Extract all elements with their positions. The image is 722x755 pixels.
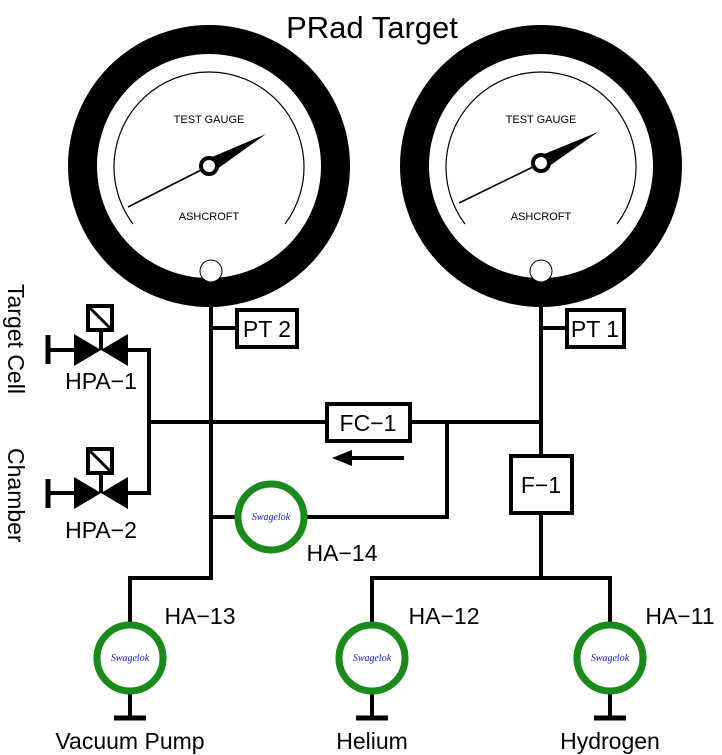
hpa1-actuated-valve: HPA−1: [45, 304, 137, 394]
ha13-manual-valve: Swagelok HA−13: [93, 603, 236, 695]
hpa1-label: HPA−1: [65, 368, 137, 394]
gauge-scale-arc: [113, 71, 305, 225]
gauge-needle-tail: [537, 132, 598, 169]
pressure-gauge-left: TEST GAUGE ASHCROFT: [68, 25, 350, 307]
flow-controller-fc1: FC−1: [325, 402, 412, 443]
flow-direction-arrow: [332, 450, 404, 466]
gauge-needle-tail: [205, 134, 266, 172]
filter-f1: F−1: [509, 454, 574, 515]
gauge-needle: [127, 165, 210, 208]
target-cell-label: Target Cell: [3, 284, 29, 394]
ha12-manual-valve: Swagelok HA−12: [335, 603, 480, 695]
gauge-scale-arc: [445, 71, 637, 225]
gauge-top-label: TEST GAUGE: [174, 114, 245, 126]
ha11-label: HA−11: [645, 603, 714, 629]
ha13-label: HA−13: [165, 603, 236, 629]
swagelok-brand: Swagelok: [353, 653, 392, 664]
vacuum-pump-label: Vacuum Pump: [55, 728, 204, 754]
diagram-title: PRad Target: [286, 10, 458, 45]
svg-text:F−1: F−1: [521, 472, 561, 498]
svg-text:PT 2: PT 2: [243, 316, 291, 342]
hpa2-actuated-valve: HPA−2: [45, 447, 137, 543]
hpa2-label: HPA−2: [65, 517, 137, 543]
pt1-transducer: PT 1: [565, 308, 626, 349]
svg-text:PT 1: PT 1: [571, 316, 619, 342]
helium-label: Helium: [336, 728, 408, 754]
gauge-needle: [458, 162, 542, 204]
chamber-label: Chamber: [3, 448, 29, 543]
gauge-top-label: TEST GAUGE: [506, 114, 577, 126]
ha14-manual-valve: Swagelok HA−14: [234, 480, 378, 566]
gauge-bottom-label: ASHCROFT: [511, 211, 572, 223]
swagelok-brand: Swagelok: [252, 512, 291, 523]
ha11-manual-valve: Swagelok HA−11: [573, 603, 715, 695]
svg-text:FC−1: FC−1: [340, 410, 397, 436]
gauge-bottom-label: ASHCROFT: [179, 211, 240, 223]
pt2-transducer: PT 2: [235, 308, 299, 349]
ha12-label: HA−12: [409, 603, 480, 629]
swagelok-brand: Swagelok: [111, 653, 150, 664]
pressure-gauge-right: TEST GAUGE ASHCROFT: [400, 25, 682, 307]
swagelok-brand: Swagelok: [591, 653, 630, 664]
ha14-label: HA−14: [307, 540, 378, 566]
hydrogen-label: Hydrogen: [560, 728, 660, 754]
